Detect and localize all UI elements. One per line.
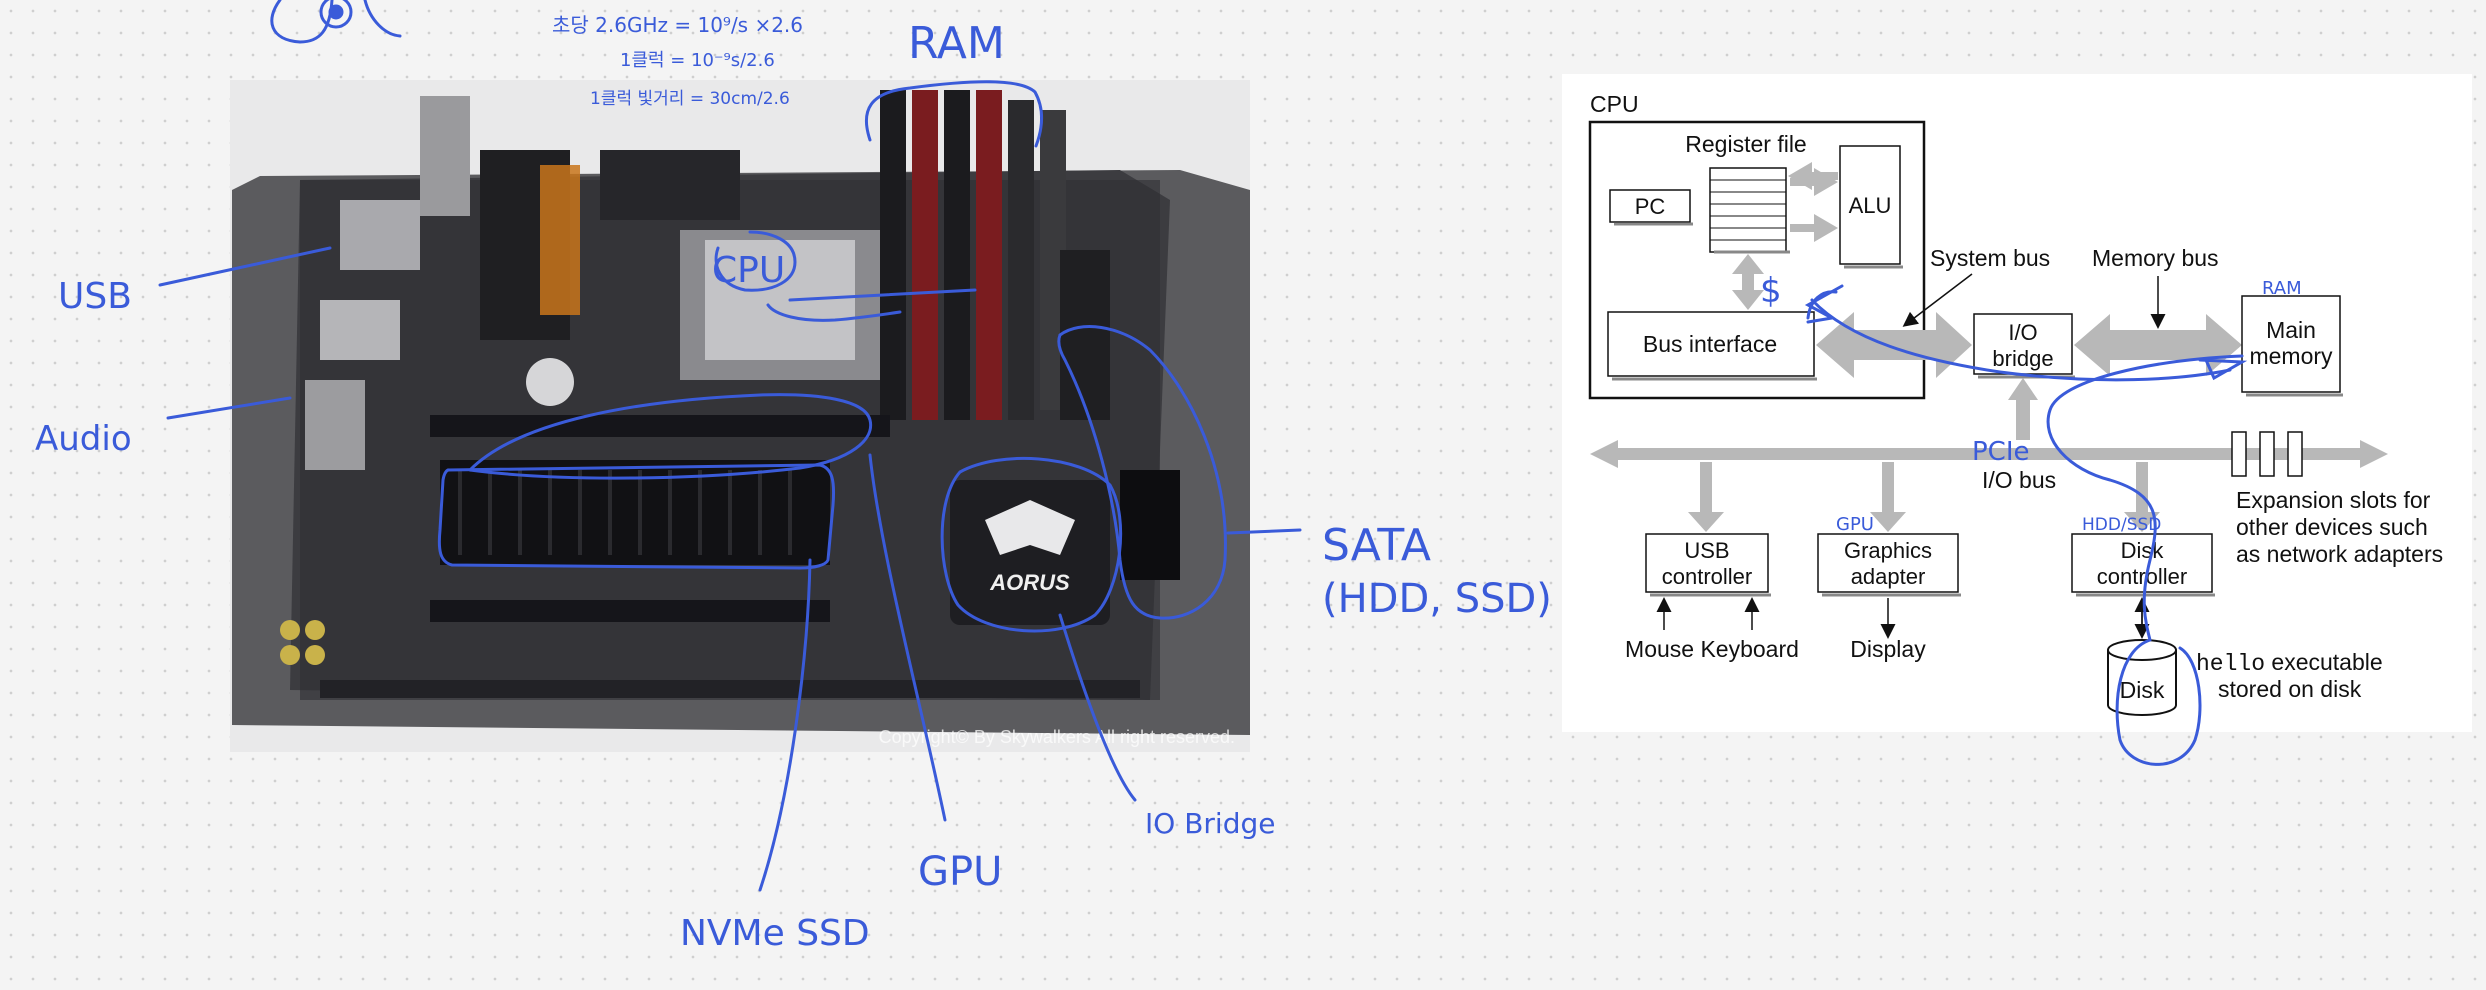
main-memory-label-1: Main — [2266, 317, 2316, 343]
handwritten-text: 초당 2.6GHz = 10⁹/s ×2.6 1클럭 = 10⁻⁹s/2.6 1… — [35, 13, 1552, 954]
cache-to-memory-line — [1810, 298, 2232, 382]
expansion-label-1: Expansion slots for — [2236, 487, 2431, 513]
hw-diagram-hdd: HDD/SSD — [2082, 515, 2161, 535]
bus-interface-label: Bus interface — [1643, 331, 1777, 357]
mouse-keyboard-label: Mouse Keyboard — [1625, 636, 1799, 662]
usb-controller-box — [1645, 533, 1769, 593]
doodle-stroke — [270, 0, 334, 44]
usb-label-1: USB — [1684, 538, 1729, 563]
graphics-label-2: adapter — [1851, 564, 1926, 589]
nvme-box — [437, 463, 836, 570]
expansion-label-3: as network adapters — [2236, 541, 2443, 567]
hw-pcie: PCIe — [1972, 437, 2030, 467]
alu-label: ALU — [1849, 193, 1892, 218]
graphics-adapter-box — [1817, 533, 1959, 593]
gpu-pointer — [868, 453, 947, 822]
nvme-pointer — [758, 558, 812, 892]
register-file-label: Register file — [1685, 131, 1806, 157]
cpu-box — [1588, 120, 1926, 400]
graphics-label-1: Graphics — [1844, 538, 1932, 563]
usb-pointer — [158, 246, 332, 287]
memory-pointer — [2198, 358, 2248, 381]
hw-formula-1: 초당 2.6GHz = 10⁹/s ×2.6 — [552, 13, 803, 37]
alu-box — [1839, 145, 1901, 265]
io-bus-label: I/O bus — [1982, 467, 2056, 493]
ram-bracket — [864, 80, 1043, 148]
disk-controller-label-1: Disk — [2121, 538, 2165, 563]
cache-arrow — [1804, 284, 1844, 324]
disk-loop — [2115, 638, 2202, 766]
io-bridge-box — [1973, 313, 2073, 375]
io-bridge-label-2: bridge — [1992, 346, 2053, 371]
copyright-watermark: Copyright© By Skywalkers All right reser… — [879, 727, 1235, 747]
doodle-circle — [319, 0, 353, 29]
diagram-handwriting-text: $ PCIe RAM GPU HDD/SSD — [1760, 271, 2302, 535]
main-memory-label-2: memory — [2249, 343, 2333, 369]
hw-gpu: GPU — [918, 849, 1002, 895]
hw-cpu: CPU — [712, 250, 785, 291]
display-label: Display — [1850, 636, 1926, 662]
hw-io-bridge: IO Bridge — [1145, 807, 1275, 840]
hw-ram: RAM — [908, 18, 1005, 69]
bridge-io-arrow — [2008, 378, 2038, 440]
doodle-dot — [328, 4, 344, 20]
hw-formula-3: 1클럭 빛거리 = 30cm/2.6 — [590, 89, 790, 109]
audio-pointer — [166, 396, 292, 420]
hw-audio: Audio — [35, 419, 132, 459]
hw-sata-types: (HDD, SSD) — [1322, 576, 1552, 622]
cpu-ram-line — [788, 288, 977, 302]
main-memory-box — [2241, 295, 2341, 393]
stored-on-disk-label: stored on disk — [2218, 676, 2362, 702]
hw-nvme: NVMe SSD — [680, 913, 870, 954]
hw-formula-2: 1클럭 = 10⁻⁹s/2.6 — [620, 50, 775, 71]
system-diagram[interactable]: CPU Register file PC ALU — [1562, 74, 2472, 732]
io-bridge-label-1: I/O — [2008, 320, 2037, 345]
reg-alu-arrows — [1788, 162, 1838, 242]
handwritten-annotations[interactable] — [158, 0, 1302, 892]
aorus-logo: AORUS — [989, 570, 1070, 595]
pcie-trace — [2046, 354, 2244, 642]
io-bus-arrow — [1590, 440, 2388, 468]
disk-controller-label-2: controller — [2097, 564, 2187, 589]
memory-bus-label: Memory bus — [2092, 245, 2219, 271]
usb-label-2: controller — [1662, 564, 1752, 589]
iobridge-pointer — [1058, 613, 1137, 802]
pc-label: PC — [1635, 194, 1666, 219]
pc-box — [1609, 189, 1691, 223]
hw-cache-symbol: $ — [1760, 271, 1782, 311]
sata-loop — [1057, 325, 1227, 620]
expansion-label-2: other devices such — [2236, 514, 2428, 540]
hw-usb: USB — [58, 276, 132, 317]
sata-pointer — [1226, 528, 1302, 535]
motherboard-photo[interactable]: AORUS Copyright© By Skywalkers All right… — [230, 80, 1250, 752]
gpu-slot-loop — [468, 393, 873, 480]
system-bus-arrow — [1816, 312, 1972, 378]
expansion-slots — [2231, 431, 2303, 477]
doodle-stroke-2 — [363, 0, 402, 38]
disk-controller-box — [2071, 533, 2213, 593]
memory-bus-arrow — [2074, 314, 2242, 376]
cpu-circle — [714, 230, 797, 292]
register-file — [1709, 167, 1790, 254]
disk-label: Disk — [2120, 677, 2165, 703]
cpu-underline — [766, 303, 902, 322]
hw-diagram-gpu: GPU — [1836, 514, 1874, 535]
hw-sata: SATA — [1322, 520, 1431, 571]
system-bus-label: System bus — [1930, 245, 2050, 271]
cpu-label: CPU — [1590, 91, 1639, 117]
reg-bus-arrow — [1732, 254, 1764, 310]
hw-diagram-ram: RAM — [2262, 278, 2302, 299]
diagram-handwriting[interactable] — [1804, 284, 2248, 766]
chipset-circle — [940, 456, 1123, 633]
bus-interface-box — [1607, 311, 1815, 377]
hello-executable-label: hello executable — [2196, 649, 2383, 677]
